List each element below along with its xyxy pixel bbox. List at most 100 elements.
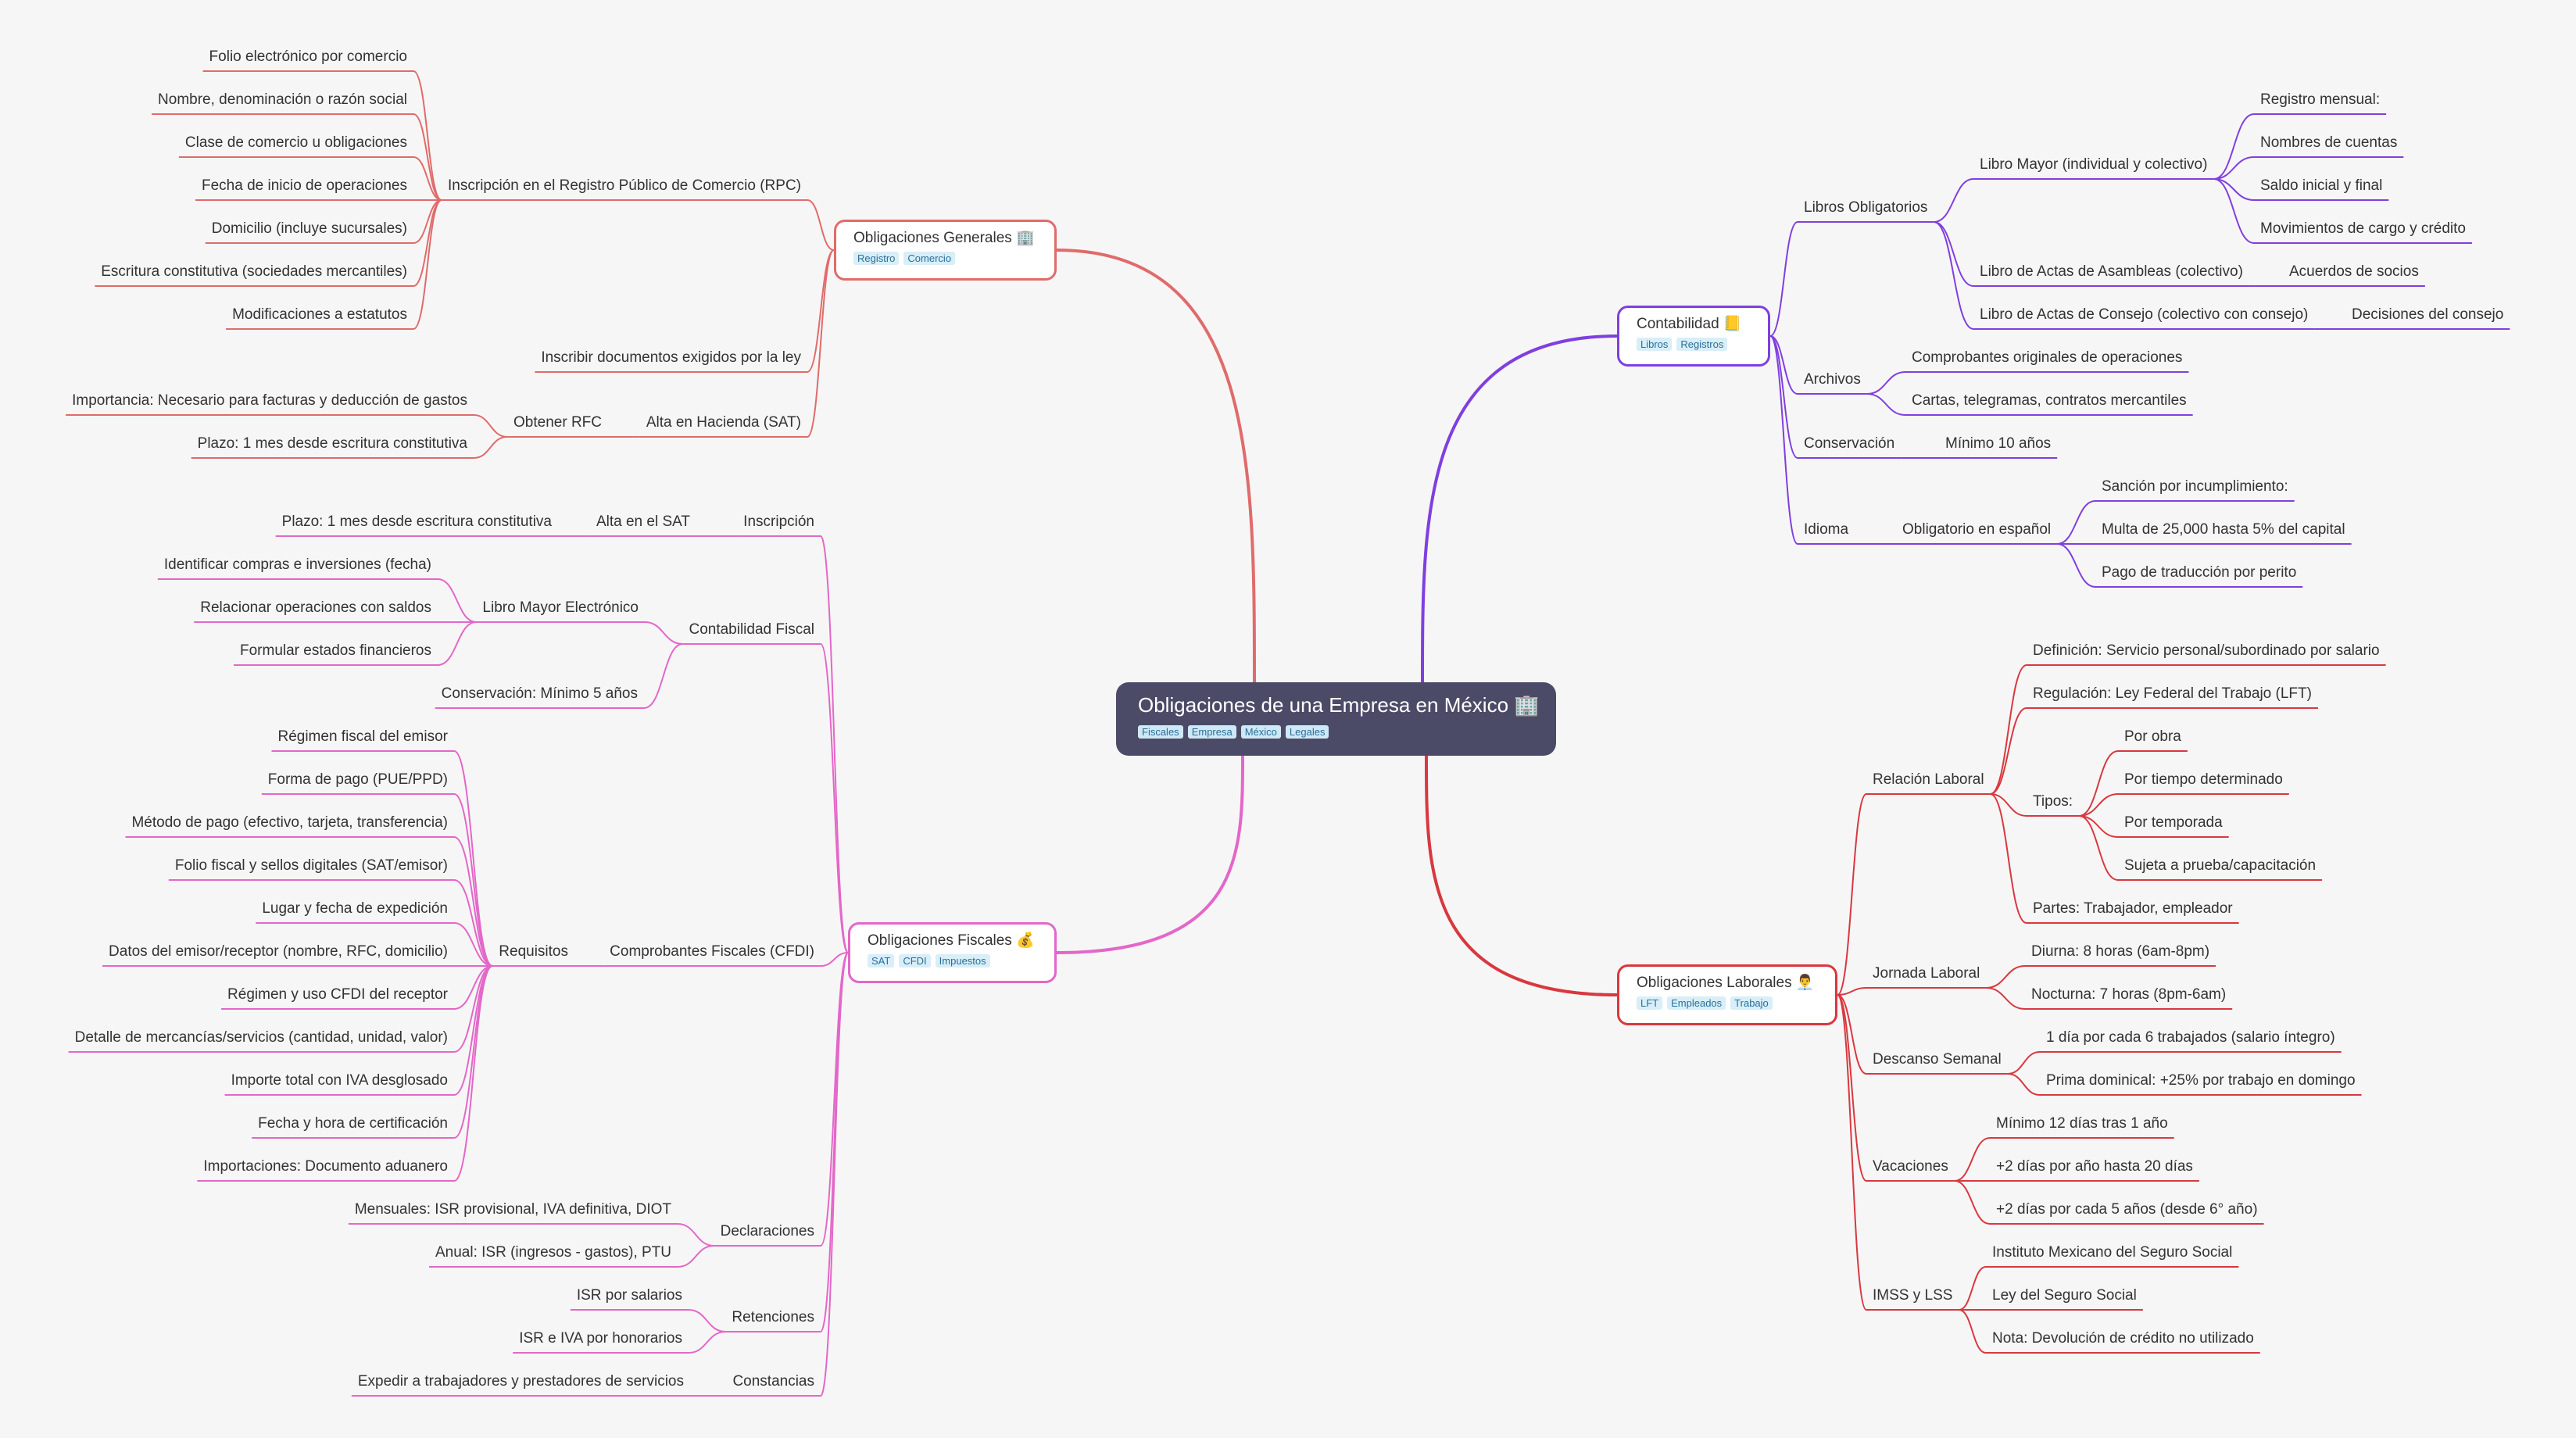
node-l-jor-0[interactable]: Diurna: 8 horas (6am-8pm) bbox=[2031, 943, 2210, 960]
node-l-jor[interactable]: Jornada Laboral bbox=[1873, 965, 1980, 982]
node-f-req-5[interactable]: Datos del emisor/receptor (nombre, RFC, … bbox=[109, 943, 448, 960]
node-f-libro-2[interactable]: Formular estados financieros bbox=[240, 642, 431, 659]
node-f-ret[interactable]: Retenciones bbox=[732, 1309, 814, 1325]
node-f-libro-0[interactable]: Identificar compras e inversiones (fecha… bbox=[163, 556, 431, 573]
node-k-csv-0[interactable]: Mínimo 10 años bbox=[1945, 435, 2052, 452]
node-f-req-0[interactable]: Régimen fiscal del emisor bbox=[277, 728, 448, 745]
node-g-rfc-1[interactable]: Plazo: 1 mes desde escritura constitutiv… bbox=[197, 435, 467, 452]
node-f-req[interactable]: Requisitos bbox=[499, 943, 568, 960]
node-k-may-3[interactable]: Movimientos de cargo y crédito bbox=[2260, 220, 2466, 237]
node-k-obl-1[interactable]: Multa de 25,000 hasta 5% del capital bbox=[2102, 521, 2345, 538]
node-g-rpc-4[interactable]: Domicilio (incluye sucursales) bbox=[211, 220, 407, 237]
node-k-arc-0[interactable]: Comprobantes originales de operaciones bbox=[1912, 349, 2183, 366]
node-k-cons[interactable]: Libro de Actas de Consejo (colectivo con… bbox=[1980, 306, 2309, 323]
node-g-hac[interactable]: Alta en Hacienda (SAT) bbox=[646, 414, 801, 431]
node-g-rfc[interactable]: Obtener RFC bbox=[513, 414, 602, 431]
node-l-vac-1[interactable]: +2 días por año hasta 20 días bbox=[1996, 1158, 2193, 1175]
node-k-obl-0[interactable]: Sanción por incumplimiento: bbox=[2102, 478, 2288, 495]
node-f-req-8[interactable]: Importe total con IVA desglosado bbox=[231, 1072, 448, 1089]
node-f-ret-0[interactable]: ISR por salarios bbox=[576, 1287, 682, 1304]
node-f-plazo[interactable]: Plazo: 1 mes desde escritura constitutiv… bbox=[281, 513, 552, 530]
node-f-alta[interactable]: Alta en el SAT bbox=[596, 513, 690, 530]
node-g-rpc-5[interactable]: Escritura constitutiva (sociedades merca… bbox=[101, 263, 407, 280]
node-f-req-6[interactable]: Régimen y uso CFDI del receptor bbox=[227, 986, 448, 1003]
node-l-def[interactable]: Definición: Servicio personal/subordinad… bbox=[2033, 642, 2380, 659]
node-l-tip-2[interactable]: Por temporada bbox=[2124, 814, 2223, 831]
node-f-cfdi[interactable]: Comprobantes Fiscales (CFDI) bbox=[610, 943, 814, 960]
node-f-decl-1[interactable]: Anual: ISR (ingresos - gastos), PTU bbox=[435, 1244, 671, 1261]
node-l-ims-0[interactable]: Instituto Mexicano del Seguro Social bbox=[1992, 1244, 2233, 1261]
node-f-req-4[interactable]: Lugar y fecha de expedición bbox=[262, 900, 448, 917]
node-f-req-1[interactable]: Forma de pago (PUE/PPD) bbox=[267, 771, 448, 788]
edge-connector bbox=[2078, 815, 2119, 881]
node-f-const[interactable]: Constancias bbox=[732, 1373, 814, 1390]
node-k-obl-2[interactable]: Pago de traducción por perito bbox=[2102, 564, 2297, 581]
node-f-req-10[interactable]: Importaciones: Documento aduanero bbox=[203, 1158, 448, 1175]
node-f-ret-1[interactable]: ISR e IVA por honorarios bbox=[519, 1330, 682, 1347]
node-f-const-0[interactable]: Expedir a trabajadores y prestadores de … bbox=[357, 1373, 684, 1390]
edge-connector bbox=[2057, 500, 2096, 545]
edge-connector bbox=[807, 249, 835, 438]
node-f-req-9[interactable]: Fecha y hora de certificación bbox=[258, 1115, 448, 1132]
node-l-vac-2[interactable]: +2 días por cada 5 años (desde 6° año) bbox=[1996, 1201, 2258, 1218]
node-g-rpc-0[interactable]: Folio electrónico por comercio bbox=[209, 48, 407, 65]
node-l-des-0[interactable]: 1 día por cada 6 trabajados (salario ínt… bbox=[2046, 1029, 2335, 1046]
node-f-ins[interactable]: Inscripción bbox=[743, 513, 814, 530]
edge-connector bbox=[688, 1309, 726, 1332]
node-l-tip[interactable]: Tipos: bbox=[2033, 793, 2073, 810]
node-l-des-1[interactable]: Prima dominical: +25% por trabajo en dom… bbox=[2046, 1072, 2356, 1089]
root-node[interactable]: Obligaciones de una Empresa en México 🏢 … bbox=[1116, 682, 1556, 756]
edge-connector bbox=[1990, 793, 2027, 817]
node-l-vac[interactable]: Vacaciones bbox=[1873, 1158, 1948, 1175]
node-g-rfc-0[interactable]: Importancia: Necesario para facturas y d… bbox=[72, 392, 467, 409]
node-k-arc[interactable]: Archivos bbox=[1804, 371, 1861, 388]
node-f-req-2[interactable]: Método de pago (efectivo, tarjeta, trans… bbox=[131, 814, 448, 831]
node-l-reg[interactable]: Regulación: Ley Federal del Trabajo (LFT… bbox=[2033, 685, 2312, 702]
node-g-rpc-2[interactable]: Clase de comercio u obligaciones bbox=[184, 134, 407, 151]
node-l-tip-0[interactable]: Por obra bbox=[2124, 728, 2181, 745]
node-l-tip-3[interactable]: Sujeta a prueba/capacitación bbox=[2124, 857, 2317, 874]
node-g-rpc[interactable]: Inscripción en el Registro Público de Co… bbox=[448, 177, 801, 194]
node-g-rpc-1[interactable]: Nombre, denominación o razón social bbox=[158, 91, 407, 108]
node-f-decl-0[interactable]: Mensuales: ISR provisional, IVA definiti… bbox=[354, 1201, 671, 1218]
node-k-may-2[interactable]: Saldo inicial y final bbox=[2260, 177, 2383, 194]
node-l-ims-1[interactable]: Ley del Seguro Social bbox=[1992, 1287, 2137, 1304]
node-k-obl[interactable]: Obligatorio en español bbox=[1902, 521, 2052, 538]
tag: Empleados bbox=[1667, 996, 1726, 1010]
node-g-ins[interactable]: Inscribir documentos exigidos por la ley bbox=[541, 349, 801, 366]
node-f-decl[interactable]: Declaraciones bbox=[720, 1223, 814, 1239]
node-k-lib[interactable]: Libros Obligatorios bbox=[1804, 199, 1928, 216]
node-f-req-7[interactable]: Detalle de mercancías/servicios (cantida… bbox=[74, 1029, 448, 1046]
node-l-vac-0[interactable]: Mínimo 12 días tras 1 año bbox=[1996, 1115, 2168, 1132]
node-l-tip-1[interactable]: Por tiempo determinado bbox=[2124, 771, 2283, 788]
node-l-ims[interactable]: IMSS y LSS bbox=[1873, 1287, 1953, 1304]
node-k-cons-0[interactable]: Decisiones del consejo bbox=[2352, 306, 2504, 323]
node-l-par[interactable]: Partes: Trabajador, empleador bbox=[2033, 900, 2233, 917]
node-k-may-1[interactable]: Nombres de cuentas bbox=[2260, 134, 2398, 151]
node-f-req-3[interactable]: Folio fiscal y sellos digitales (SAT/emi… bbox=[174, 857, 448, 874]
node-k-csv[interactable]: Conservación bbox=[1804, 435, 1895, 452]
node-f-consv[interactable]: Conservación: Mínimo 5 años bbox=[441, 685, 638, 702]
node-l-rel[interactable]: Relación Laboral bbox=[1873, 771, 1984, 788]
node-f-libro[interactable]: Libro Mayor Electrónico bbox=[482, 599, 639, 616]
node-k-asa[interactable]: Libro de Actas de Asambleas (colectivo) bbox=[1980, 263, 2243, 280]
node-k-arc-1[interactable]: Cartas, telegramas, contratos mercantile… bbox=[1912, 392, 2187, 409]
node-f-cont[interactable]: Contabilidad Fiscal bbox=[689, 621, 814, 638]
node-k-asa-0[interactable]: Acuerdos de socios bbox=[2289, 263, 2419, 280]
edge-connector bbox=[2213, 178, 2255, 244]
node-k-may-0[interactable]: Registro mensual: bbox=[2260, 91, 2381, 108]
node-g-rpc-6[interactable]: Modificaciones a estatutos bbox=[232, 306, 407, 323]
node-l-des[interactable]: Descanso Semanal bbox=[1873, 1051, 2002, 1068]
node-l-ims-2[interactable]: Nota: Devolución de crédito no utilizado bbox=[1992, 1330, 2254, 1347]
node-l-jor-1[interactable]: Nocturna: 7 horas (8pm-6am) bbox=[2031, 986, 2227, 1003]
tag: Impuestos bbox=[935, 954, 990, 968]
node-g-rpc-3[interactable]: Fecha de inicio de operaciones bbox=[201, 177, 407, 194]
node-k-may[interactable]: Libro Mayor (individual y colectivo) bbox=[1980, 156, 2208, 173]
node-k-idi[interactable]: Idioma bbox=[1804, 521, 1849, 538]
edge-connector bbox=[807, 199, 835, 251]
node-f-libro-1[interactable]: Relacionar operaciones con saldos bbox=[200, 599, 431, 616]
